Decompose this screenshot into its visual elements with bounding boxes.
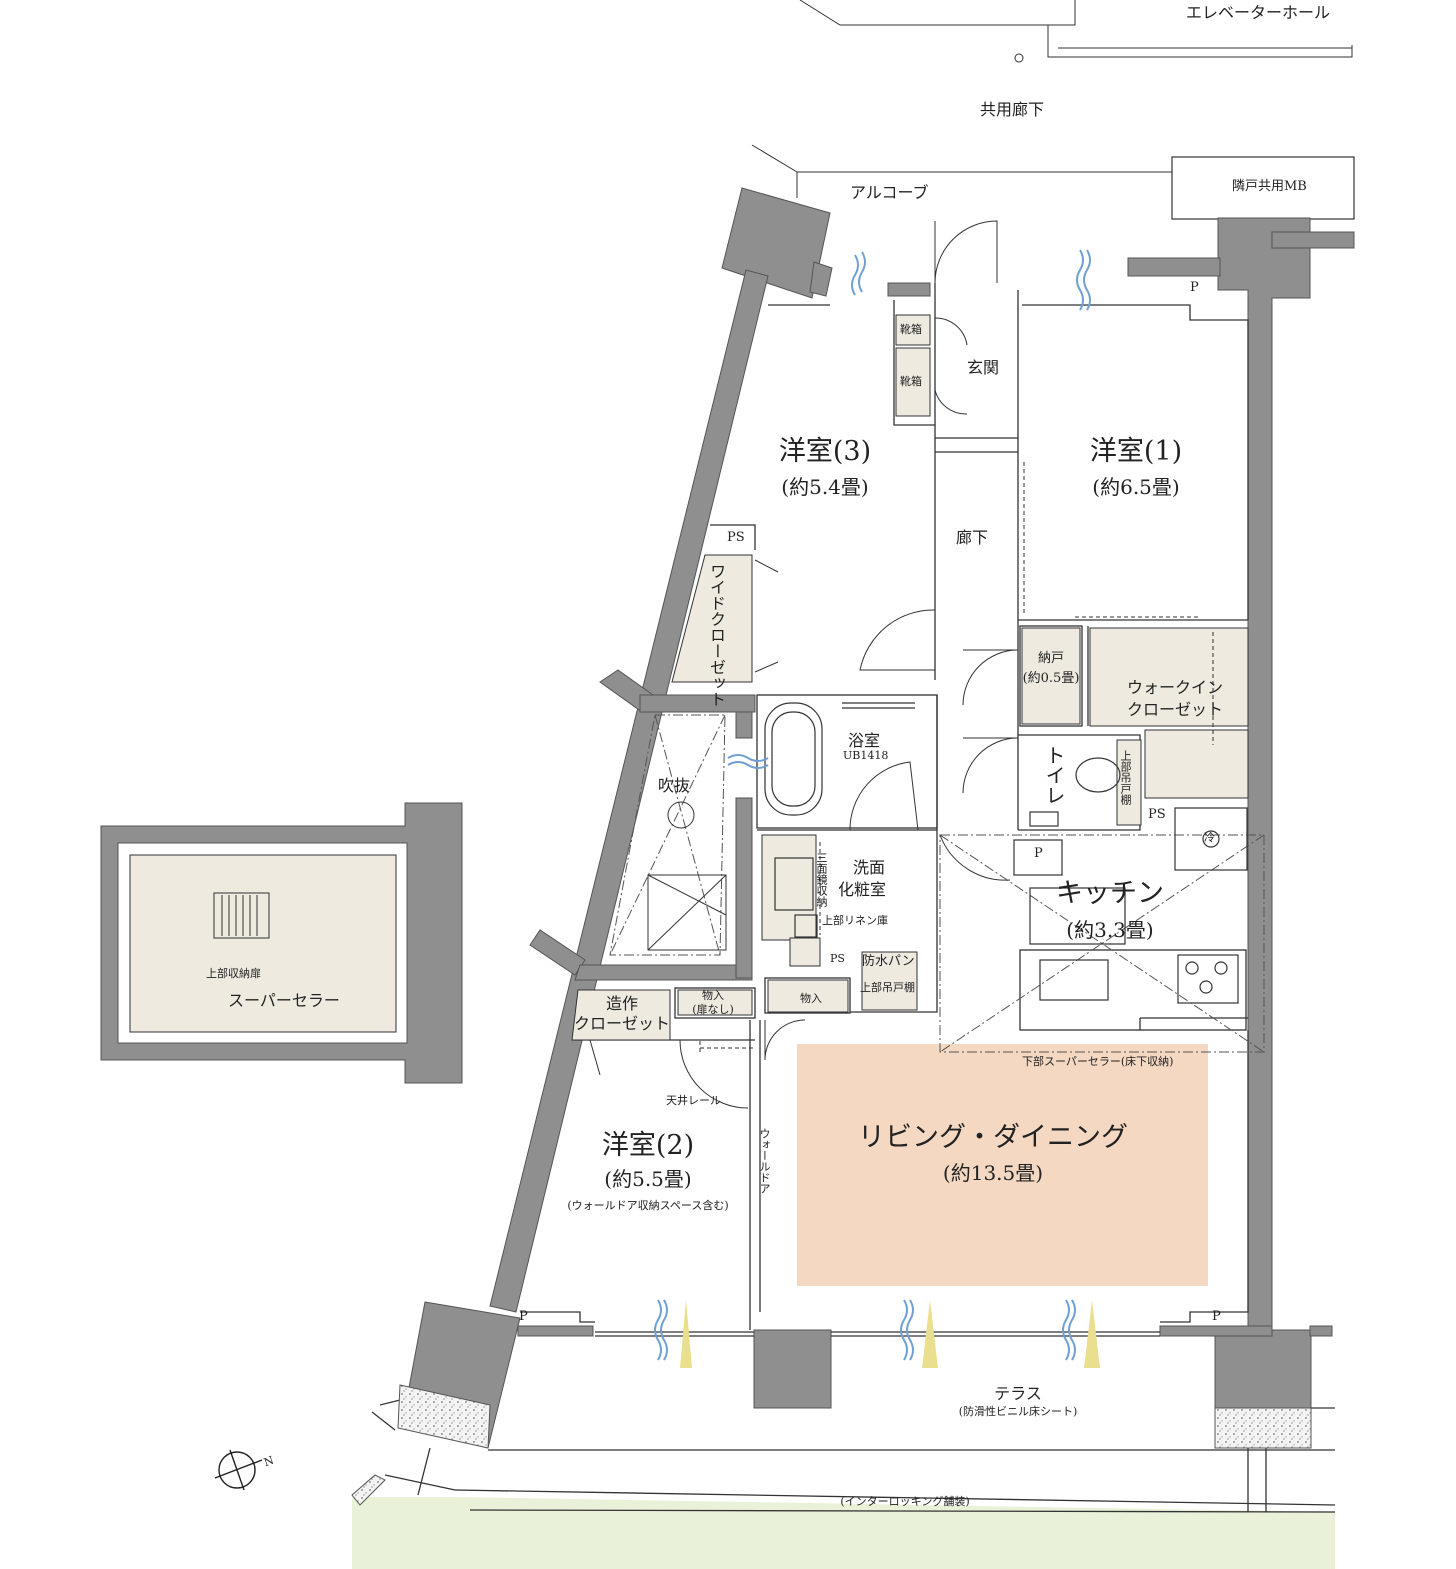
living-name: リビング・ダイニング bbox=[858, 1122, 1128, 1153]
linen-label: 上部リネン庫 bbox=[822, 914, 888, 927]
super-cellar-label: スーパーセラー bbox=[228, 991, 340, 1010]
common-corridor-label: 共用廊下 bbox=[980, 100, 1045, 119]
gravel-patches bbox=[351, 1384, 1312, 1506]
ps-wash-label: PS bbox=[830, 952, 845, 965]
storage-nodoor-label-1: 物入 bbox=[702, 989, 724, 1002]
neighbor-mb-box bbox=[1171, 156, 1355, 220]
room3-size: (約5.4畳) bbox=[781, 475, 869, 499]
waterproof-pan-label: 防水パン bbox=[862, 954, 915, 969]
washroom-label-1: 洗面 bbox=[853, 858, 886, 877]
room2-size: (約5.5畳) bbox=[604, 1167, 692, 1191]
terrace-label: テラス bbox=[994, 1384, 1042, 1403]
storeroom-size: (約0.5畳) bbox=[1022, 671, 1080, 686]
room1-size: (約6.5畳) bbox=[1092, 475, 1180, 499]
ps-room3-label: PS bbox=[727, 530, 745, 545]
rail-dashed bbox=[699, 462, 1214, 1052]
fridge-label: 冷 bbox=[1204, 831, 1215, 844]
upper-storage-door-label: 上部収納扉 bbox=[206, 967, 261, 980]
hallway-label: 廊下 bbox=[956, 528, 989, 547]
walk-in-label-2: クローゼット bbox=[1127, 700, 1224, 719]
room1-name: 洋室(1) bbox=[1089, 436, 1183, 467]
room2-name: 洋室(2) bbox=[601, 1130, 695, 1161]
storeroom-label: 納戸 bbox=[1037, 651, 1065, 666]
wall-door-label: ウォールドア bbox=[758, 1128, 771, 1194]
ub-label: UB1418 bbox=[843, 749, 889, 762]
p-top-label: P bbox=[1190, 280, 1199, 295]
lower-cellar-label: 下部スーパーセラー(床下収納) bbox=[1022, 1055, 1174, 1068]
interlocking-label: (インターロッキング舗装) bbox=[840, 1495, 970, 1508]
living-size: (約13.5畳) bbox=[942, 1161, 1044, 1185]
room3-name: 洋室(3) bbox=[778, 436, 872, 467]
p-kitchen-label: P bbox=[1034, 846, 1043, 861]
kitchen-size: (約3.3畳) bbox=[1066, 918, 1154, 942]
toilet-label: トイレ bbox=[1042, 745, 1066, 805]
storage-wash-label: 物入 bbox=[800, 992, 822, 1005]
walk-in-label-1: ウォークイン bbox=[1127, 678, 1224, 697]
super-cellar-box bbox=[100, 802, 463, 1084]
void-label: 吹抜 bbox=[658, 776, 691, 795]
elevator-hall-outline bbox=[751, 0, 1353, 198]
p-living-label: P bbox=[1212, 1309, 1221, 1324]
room-lines bbox=[371, 283, 1336, 1513]
shoe-box-label-2: 靴箱 bbox=[900, 375, 922, 388]
p-room2-label: P bbox=[519, 1309, 528, 1324]
alcove-label: アルコーブ bbox=[850, 183, 929, 202]
neighbor-mb-label: 隣戸共用MB bbox=[1232, 179, 1307, 194]
ventilation-marks bbox=[654, 249, 1091, 1361]
toilet-shelf-label: 上部吊戸棚 bbox=[1119, 750, 1132, 805]
built-closet-label-2: クローゼット bbox=[573, 1014, 671, 1033]
wide-closet-label: ワイドクローゼット bbox=[707, 563, 726, 707]
door-swings bbox=[589, 220, 1019, 1109]
storage-fills bbox=[571, 314, 1249, 1041]
bathroom-label: 浴室 bbox=[848, 731, 881, 750]
elevator-hall-label: エレベーターホール bbox=[1186, 3, 1331, 22]
living-area-highlight bbox=[797, 1044, 1208, 1286]
light-rays bbox=[680, 1300, 1100, 1368]
garden-area bbox=[352, 1497, 1335, 1569]
entrance-label: 玄関 bbox=[967, 358, 1000, 377]
mirror-storage-label: 三面鏡収納 bbox=[815, 852, 828, 907]
walls bbox=[401, 187, 1355, 1449]
void-details bbox=[647, 801, 727, 951]
built-closet-label-1: 造作 bbox=[605, 994, 639, 1013]
room2-note: (ウォールドア収納スペース含む) bbox=[567, 1199, 729, 1212]
fixtures bbox=[764, 702, 1248, 1004]
compass-icon bbox=[214, 1449, 263, 1491]
kitchen-name: キッチン bbox=[1056, 878, 1164, 909]
washroom-label-2: 化粧室 bbox=[838, 880, 887, 899]
shoe-box-label-1: 靴箱 bbox=[900, 323, 922, 336]
storage-nodoor-label-2: (扉なし) bbox=[692, 1003, 734, 1016]
upper-cabinet-label: 上部吊戸棚 bbox=[860, 981, 915, 994]
ps-toilet-label: PS bbox=[1148, 807, 1166, 822]
ceiling-rail-label: 天井レール bbox=[666, 1094, 721, 1107]
terrace-note: (防滑性ビニル床シート) bbox=[958, 1405, 1078, 1418]
